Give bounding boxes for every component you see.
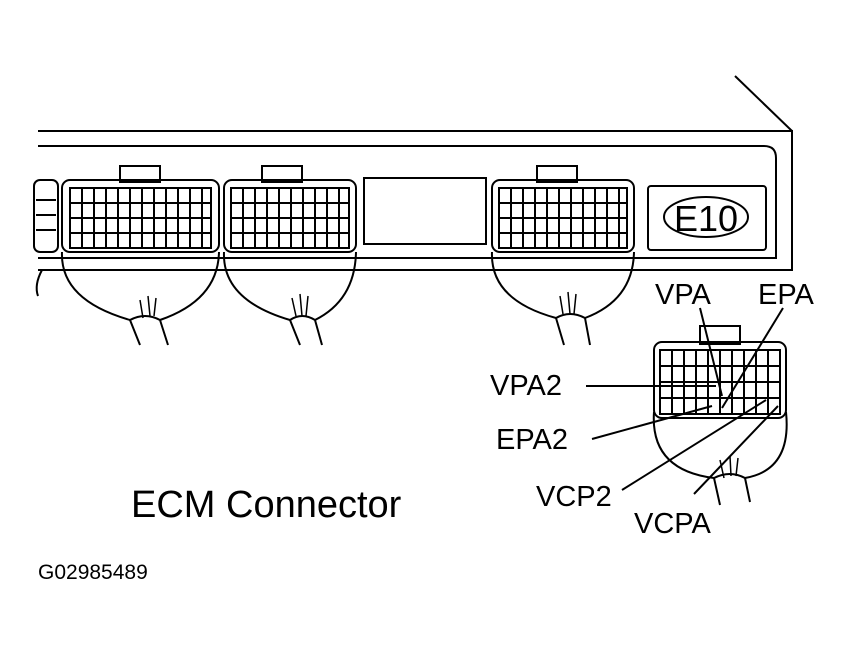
- leader-vcpa: [693, 405, 779, 495]
- leader-epa: [721, 307, 784, 409]
- connector-id-label: E10: [674, 198, 738, 239]
- pin-label-vcp2: VCP2: [536, 481, 612, 513]
- blank-panel: [363, 177, 487, 245]
- connector-id-oval: [663, 196, 749, 238]
- leader-vpa: [699, 307, 723, 397]
- pin-label-vcpa: VCPA: [634, 508, 711, 540]
- pin-label-vpa: VPA: [655, 279, 711, 311]
- connector-id-panel: [647, 185, 767, 251]
- connector-block-2: [222, 165, 357, 346]
- connector-block-1: [60, 165, 220, 346]
- connector-block-3: [490, 165, 635, 346]
- pin-leader-lines: [586, 307, 784, 495]
- zoomed-connector: [652, 325, 788, 506]
- ecm-housing: [38, 75, 793, 271]
- diagram-caption: ECM Connector: [131, 484, 402, 526]
- pin-label-epa: EPA: [758, 279, 814, 311]
- leader-vcp2: [621, 399, 767, 491]
- leader-epa2: [591, 405, 713, 440]
- figure-id: G02985489: [38, 561, 148, 584]
- pin-label-epa2: EPA2: [496, 424, 569, 456]
- connector-block-partial: [33, 179, 59, 297]
- pin-label-vpa2: VPA2: [490, 370, 563, 402]
